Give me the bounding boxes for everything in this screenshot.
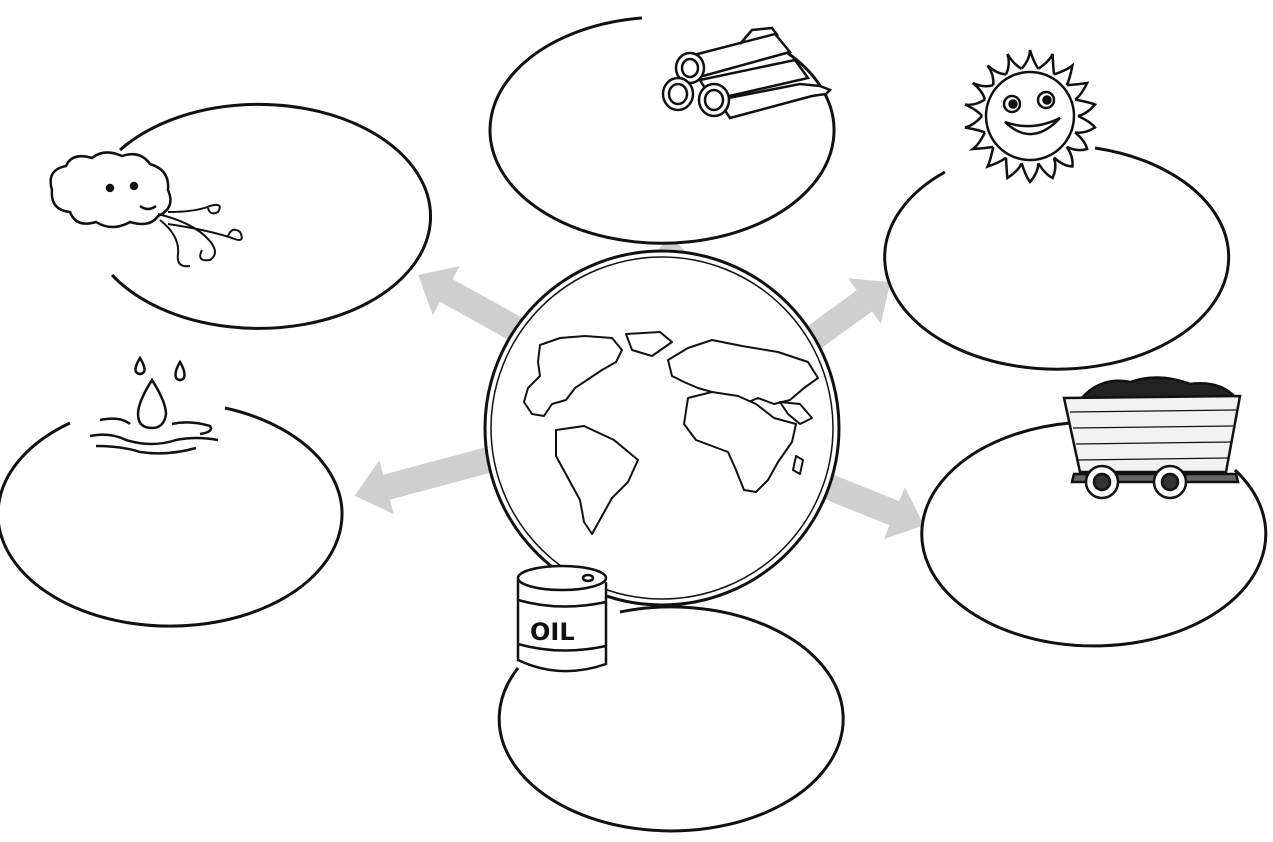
coal-cart-icon [1062,376,1242,500]
globe-icon [483,249,841,607]
continent-south-america [555,425,639,535]
continent-greenland [625,331,673,357]
water-drop-icon [89,355,219,455]
sun-ray [1053,62,1075,86]
sun-ray [1037,53,1056,75]
continent-arabia [779,401,813,425]
oil-barrel-icon: OIL [516,564,608,673]
wind-cloud-icon [49,151,243,268]
continent-africa [683,391,797,493]
sun-ray [968,131,994,151]
continent-north-america [523,335,623,417]
sun-ray [972,81,994,100]
sun-ray [964,98,986,117]
arrow-to-coal [817,471,924,540]
sun-ray [1066,81,1090,101]
sun-ray [1020,162,1040,184]
circle-wind[interactable] [110,102,433,330]
sun-ray [1066,131,1089,152]
sun-ray [986,64,1007,86]
sun-ray [1074,114,1097,134]
wood-logs-icon [661,26,833,120]
sun-ray [1037,157,1057,180]
circle-water[interactable] [0,406,344,628]
sun-ray [1004,157,1023,181]
sun-ray [1020,49,1040,70]
answer-circles [0,16,1268,833]
sun-ray [1004,53,1023,75]
sun-ray [1053,146,1074,168]
sun-ray [1074,98,1098,118]
continent-madagascar [792,455,804,475]
sun-ray [985,146,1007,169]
sun-ray [964,115,986,134]
oil-barrel-label: OIL [530,618,575,646]
arrow-to-water [354,447,492,515]
circle-sun[interactable] [883,146,1231,371]
sun-icon [964,49,1098,184]
